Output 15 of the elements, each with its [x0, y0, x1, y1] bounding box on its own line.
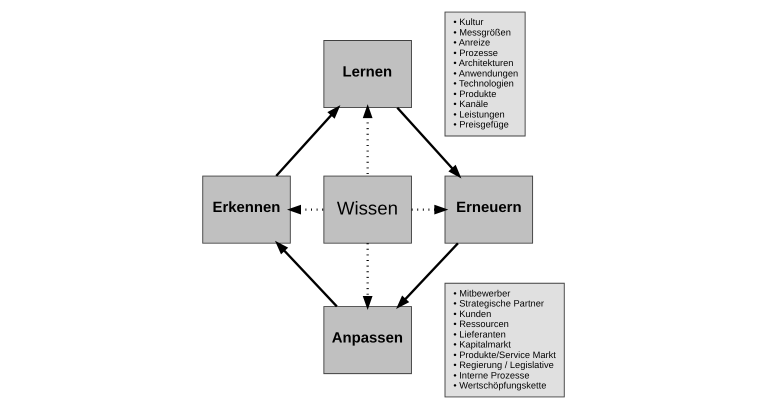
node-box: • Kultur • Messgrößen • Anreize • Prozesse • Architekturen • Anwendungen • Technologien • Produkte • Kanäle • Leistungen • Preisgefüge	[444, 12, 526, 136]
arrow	[362, 104, 372, 176]
node-box: Erneuern	[444, 176, 533, 244]
arrow	[411, 204, 448, 215]
arrow	[396, 242, 458, 309]
node-box: Erkennen	[202, 176, 290, 244]
node-box: Lernen	[322, 40, 412, 108]
arrow	[362, 243, 372, 310]
arrow	[396, 106, 461, 178]
arrow	[286, 204, 324, 215]
node-box: • Mitbewerber • Strategische Partner • Kunden • Ressourcen • Lieferanten • Kapitalmarkt • Produkte/Service Markt • Regierung / Legislative • Interne Prozesse • Wertschöpfungskette	[444, 282, 564, 398]
node-box: Wissen	[322, 176, 412, 244]
arrow	[274, 105, 340, 177]
arrow	[274, 240, 338, 308]
node-box: Anpassen	[322, 306, 412, 374]
